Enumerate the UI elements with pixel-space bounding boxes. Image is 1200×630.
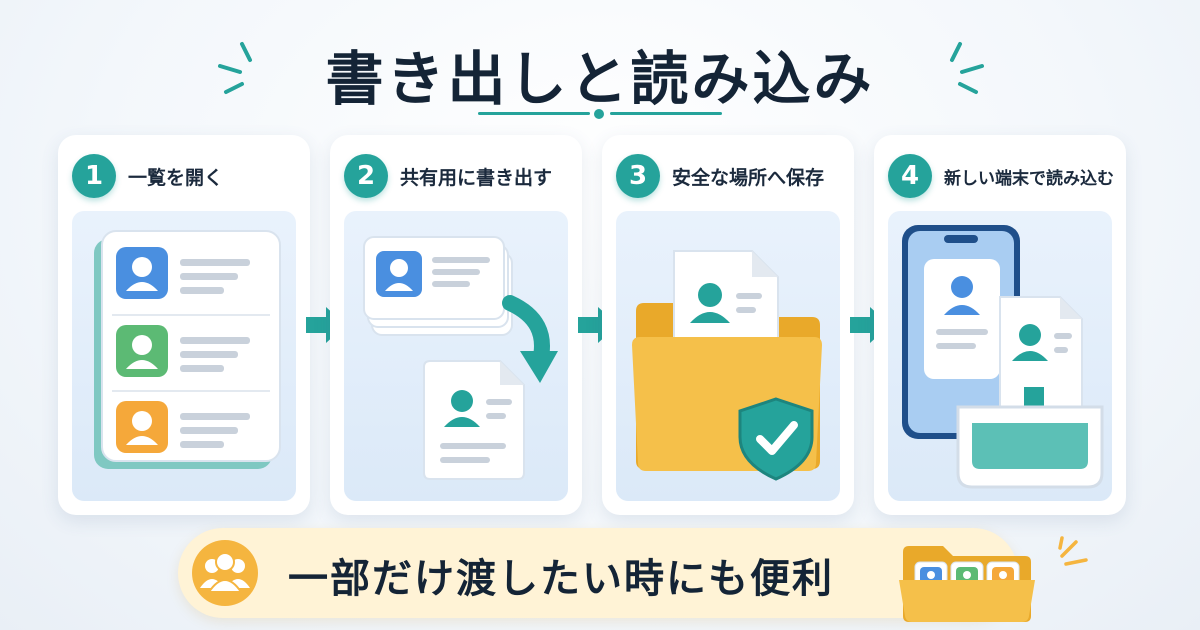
title-underline-dot — [594, 109, 604, 119]
title-underline-left — [478, 112, 590, 115]
step-card-4: 4 新しい端末で読み込む — [874, 135, 1126, 515]
contact-list-icon — [94, 230, 281, 469]
step-illustration — [72, 211, 296, 501]
page-title: 書き出しと読み込み — [325, 45, 875, 113]
step-number-badge: 2 — [344, 154, 388, 198]
step-header: 4 新しい端末で読み込む — [888, 153, 1116, 199]
step-illustration — [344, 211, 568, 501]
contacts-folder-icon — [899, 546, 1035, 622]
users-group-icon — [192, 540, 258, 606]
step-card-2: 2 共有用に書き出す — [330, 135, 582, 515]
benefit-text: 一部だけ渡したい時にも便利 — [288, 556, 834, 602]
sparkle-banner-icon — [1058, 536, 1088, 566]
step-card-1: 1 一覧を開く — [58, 135, 310, 515]
smartphone-icon — [902, 225, 1104, 489]
step-card-3: 3 安全な場所へ保存 — [602, 135, 854, 515]
step-header: 3 安全な場所へ保存 — [616, 153, 844, 199]
step-number-badge: 3 — [616, 154, 660, 198]
step-number-badge: 4 — [888, 154, 932, 198]
step-illustration — [616, 211, 840, 501]
sparkle-right-icon — [950, 42, 984, 94]
title-underline-right — [610, 112, 722, 115]
sparkle-left-icon — [218, 42, 252, 94]
step-label: 共有用に書き出す — [400, 166, 553, 189]
export-arrow-icon — [363, 236, 558, 480]
step-header: 1 一覧を開く — [72, 153, 300, 199]
step-label: 一覧を開く — [128, 166, 224, 189]
step-label: 新しい端末で読み込む — [944, 168, 1114, 189]
step-label: 安全な場所へ保存 — [672, 166, 825, 189]
title-area: 書き出しと読み込み — [0, 22, 1200, 122]
step-header: 2 共有用に書き出す — [344, 153, 572, 199]
step-illustration — [888, 211, 1112, 501]
folder-icon — [632, 250, 822, 481]
benefit-banner: 一部だけ渡したい時にも便利 — [178, 528, 1018, 618]
step-number-badge: 1 — [72, 154, 116, 198]
